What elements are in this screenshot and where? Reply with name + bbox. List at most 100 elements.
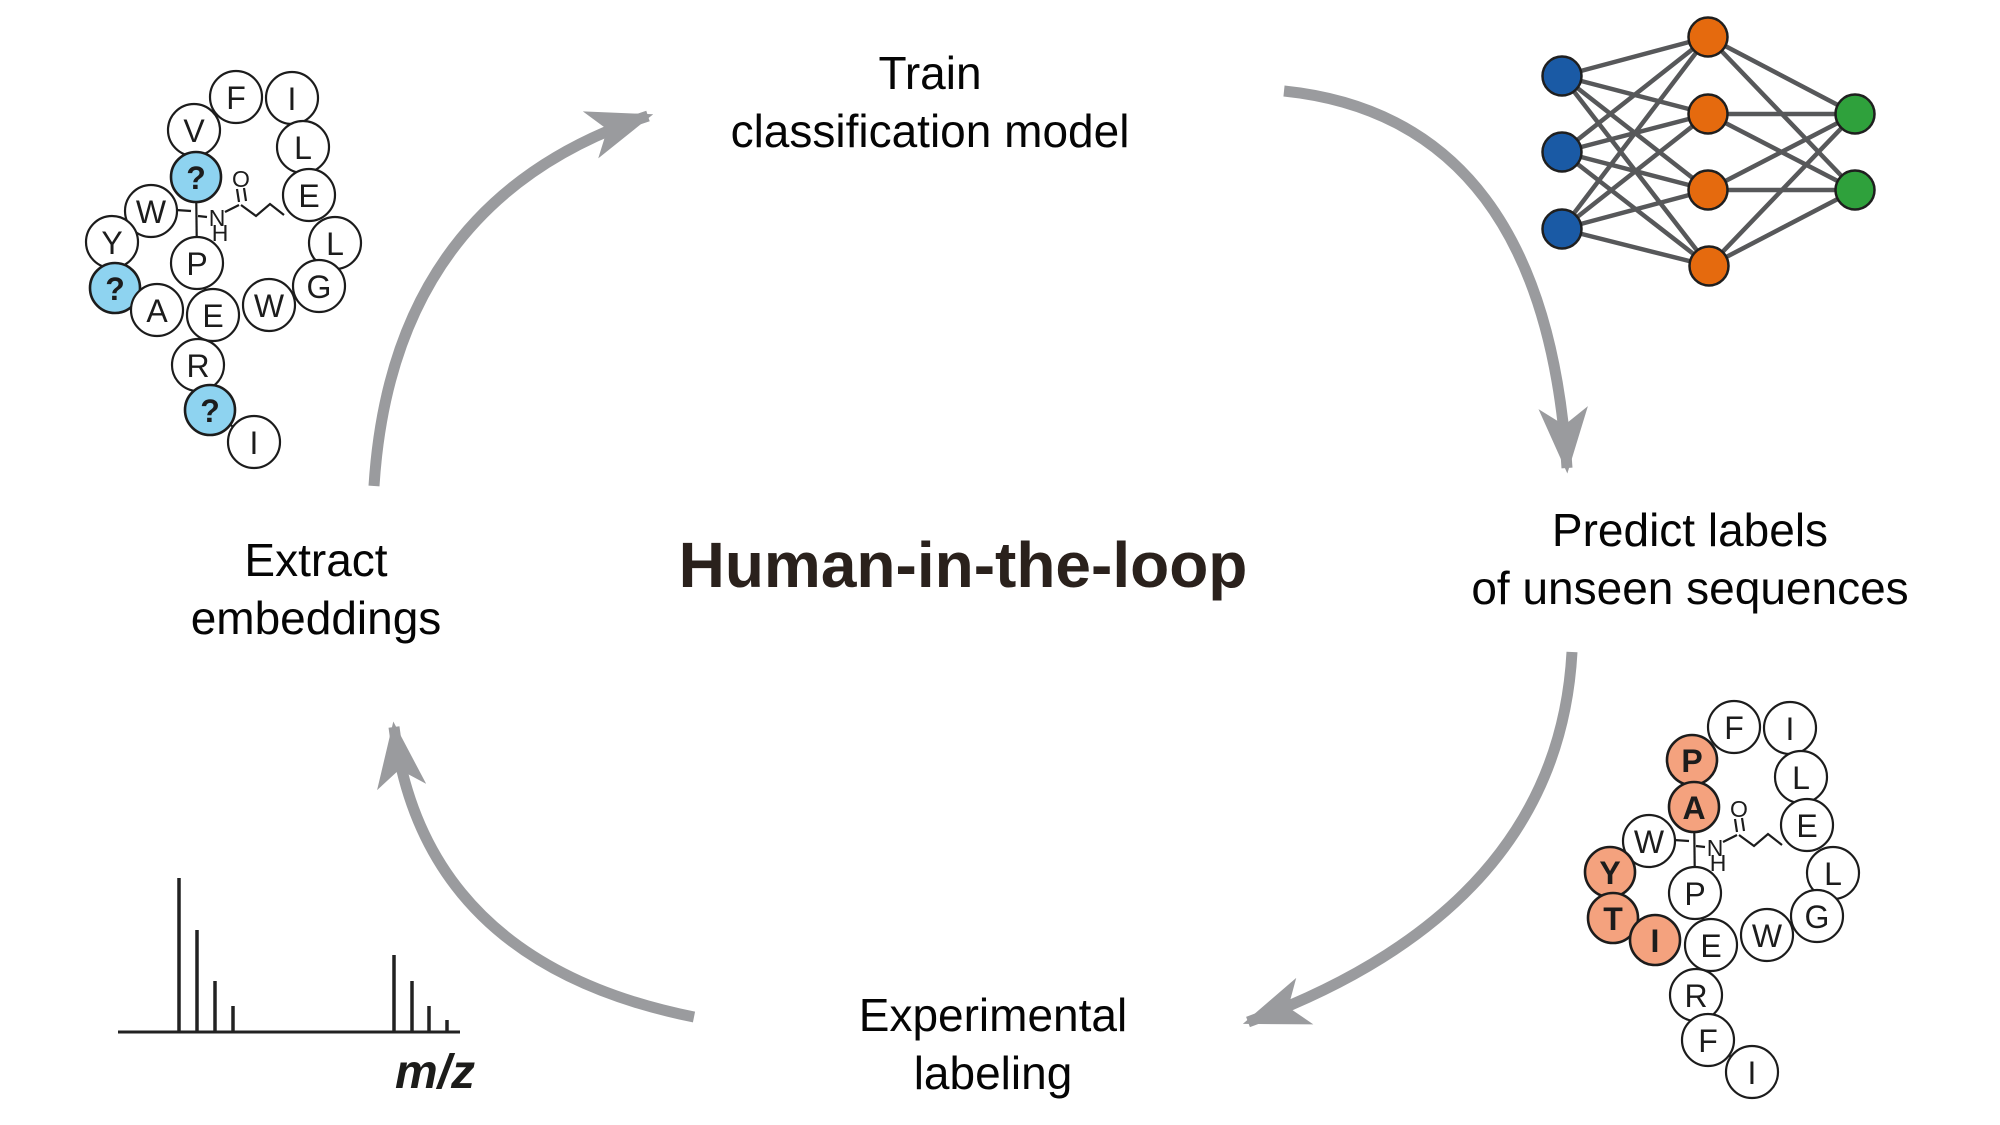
residue-label: F: [1724, 710, 1744, 746]
residue-label: W: [1634, 824, 1665, 860]
residue-circle: [1724, 1044, 1780, 1100]
stage-label-predict: Predict labels of unseen sequences: [1390, 501, 1990, 617]
residue-label: L: [1792, 760, 1810, 796]
amide-atom-H: H: [1710, 850, 1727, 876]
residue-circle: [1586, 891, 1640, 945]
nn-edge: [1561, 34, 1709, 79]
residue-label: A: [146, 293, 168, 329]
residue-label: W: [1752, 918, 1783, 954]
residue-label: R: [186, 348, 209, 384]
stage-label-extract: Extract embeddings: [66, 531, 566, 647]
residue-label: ?: [200, 393, 220, 429]
residue-label: W: [254, 288, 285, 324]
residue-label: P: [186, 246, 207, 282]
residue-label: W: [136, 194, 167, 230]
nn-node-hidden: [1687, 169, 1729, 211]
amide-bond: [175, 208, 192, 213]
residue-circle: [208, 69, 264, 125]
residue-label: G: [307, 269, 332, 305]
residue-circle: [1683, 917, 1739, 973]
nn-edge: [1560, 112, 1710, 231]
nn-edge: [1561, 226, 1710, 269]
residue-label: A: [1682, 790, 1705, 826]
stage-label-predict-line2: of unseen sequences: [1471, 562, 1909, 614]
residue-circle: [185, 287, 241, 343]
stage-label-extract-line1: Extract: [244, 534, 388, 586]
amide-bond: [1733, 818, 1739, 833]
residue-circle: [169, 235, 225, 291]
nn-node-output: [1834, 169, 1876, 211]
stage-label-train-line2: classification model: [730, 105, 1130, 157]
residue-label: I: [288, 81, 297, 117]
residue-circle: [241, 277, 297, 333]
residue-label: G: [1805, 899, 1830, 935]
nn-edge: [1706, 35, 1857, 116]
residue-label: L: [326, 226, 344, 262]
residue-circle: [1789, 888, 1845, 944]
residue-circle: [1628, 913, 1682, 967]
residue-circle: [183, 383, 237, 437]
residue-label: F: [1698, 1023, 1718, 1059]
residue-label: I: [1651, 923, 1660, 959]
stage-label-experimental-line2: labeling: [913, 1047, 1073, 1099]
residue-circle: [88, 261, 142, 315]
residue-label: L: [294, 130, 312, 166]
residue-circle: [1621, 813, 1677, 869]
amide-bond: [197, 214, 208, 219]
stage-label-experimental-line1: Experimental: [858, 989, 1128, 1041]
residue-circle: [169, 150, 223, 204]
residue-circle: [1739, 907, 1795, 963]
amide-bond: [1740, 817, 1746, 832]
residue-label: E: [1700, 928, 1721, 964]
nn-edge: [1707, 188, 1857, 268]
nn-node-input: [1541, 55, 1583, 97]
nn-node-input: [1541, 131, 1583, 173]
residue-label: Y: [1599, 855, 1620, 891]
stage-label-extract-line2: embeddings: [190, 592, 442, 644]
mass-spectrum: [118, 878, 460, 1034]
nn-node-hidden: [1687, 93, 1729, 135]
stage-label-train-line1: Train: [878, 47, 982, 99]
nn-node-hidden: [1688, 245, 1730, 287]
residue-label: E: [202, 298, 223, 334]
residue-label: E: [1796, 808, 1817, 844]
amide-bond: [1722, 834, 1738, 843]
amide-atom-H: H: [212, 220, 229, 246]
residue-label: T: [1603, 901, 1623, 937]
stage-label-experimental: Experimental labeling: [743, 986, 1243, 1102]
nn-edge: [1560, 35, 1710, 154]
residue-circle: [129, 282, 185, 338]
residue-label: ?: [186, 160, 206, 196]
residue-circle: [123, 183, 179, 239]
amide-chain: [240, 202, 285, 218]
stage-label-train: Train classification model: [630, 44, 1230, 160]
amide-bond: [1695, 844, 1706, 849]
residue-label: L: [1824, 856, 1842, 892]
residue-circle: [291, 258, 347, 314]
nn-node-output: [1834, 93, 1876, 135]
residue-label: Y: [101, 225, 122, 261]
neural-network-icon: [1541, 16, 1876, 287]
residue-label: P: [1681, 743, 1702, 779]
amide-atom-O: O: [1730, 796, 1748, 822]
amide-atom-O: O: [232, 166, 250, 192]
cycle-arrow-train-to-predict: [1283, 85, 1588, 474]
residue-circle: [1680, 1012, 1736, 1068]
residue-circle: [1667, 780, 1721, 834]
amide-chain: [1738, 832, 1783, 848]
amide-bond: [224, 204, 240, 213]
nn-edge: [1560, 35, 1710, 231]
nn-edge: [1561, 187, 1709, 232]
amide-bond: [242, 187, 248, 202]
residue-label: I: [1748, 1055, 1757, 1091]
residue-label: V: [183, 113, 205, 149]
residue-circle: [1667, 865, 1723, 921]
residue-label: F: [226, 80, 246, 116]
residue-circle: [1706, 699, 1762, 755]
nn-edge: [1707, 112, 1857, 268]
diagram-title: Human-in-the-loop: [678, 529, 1248, 601]
